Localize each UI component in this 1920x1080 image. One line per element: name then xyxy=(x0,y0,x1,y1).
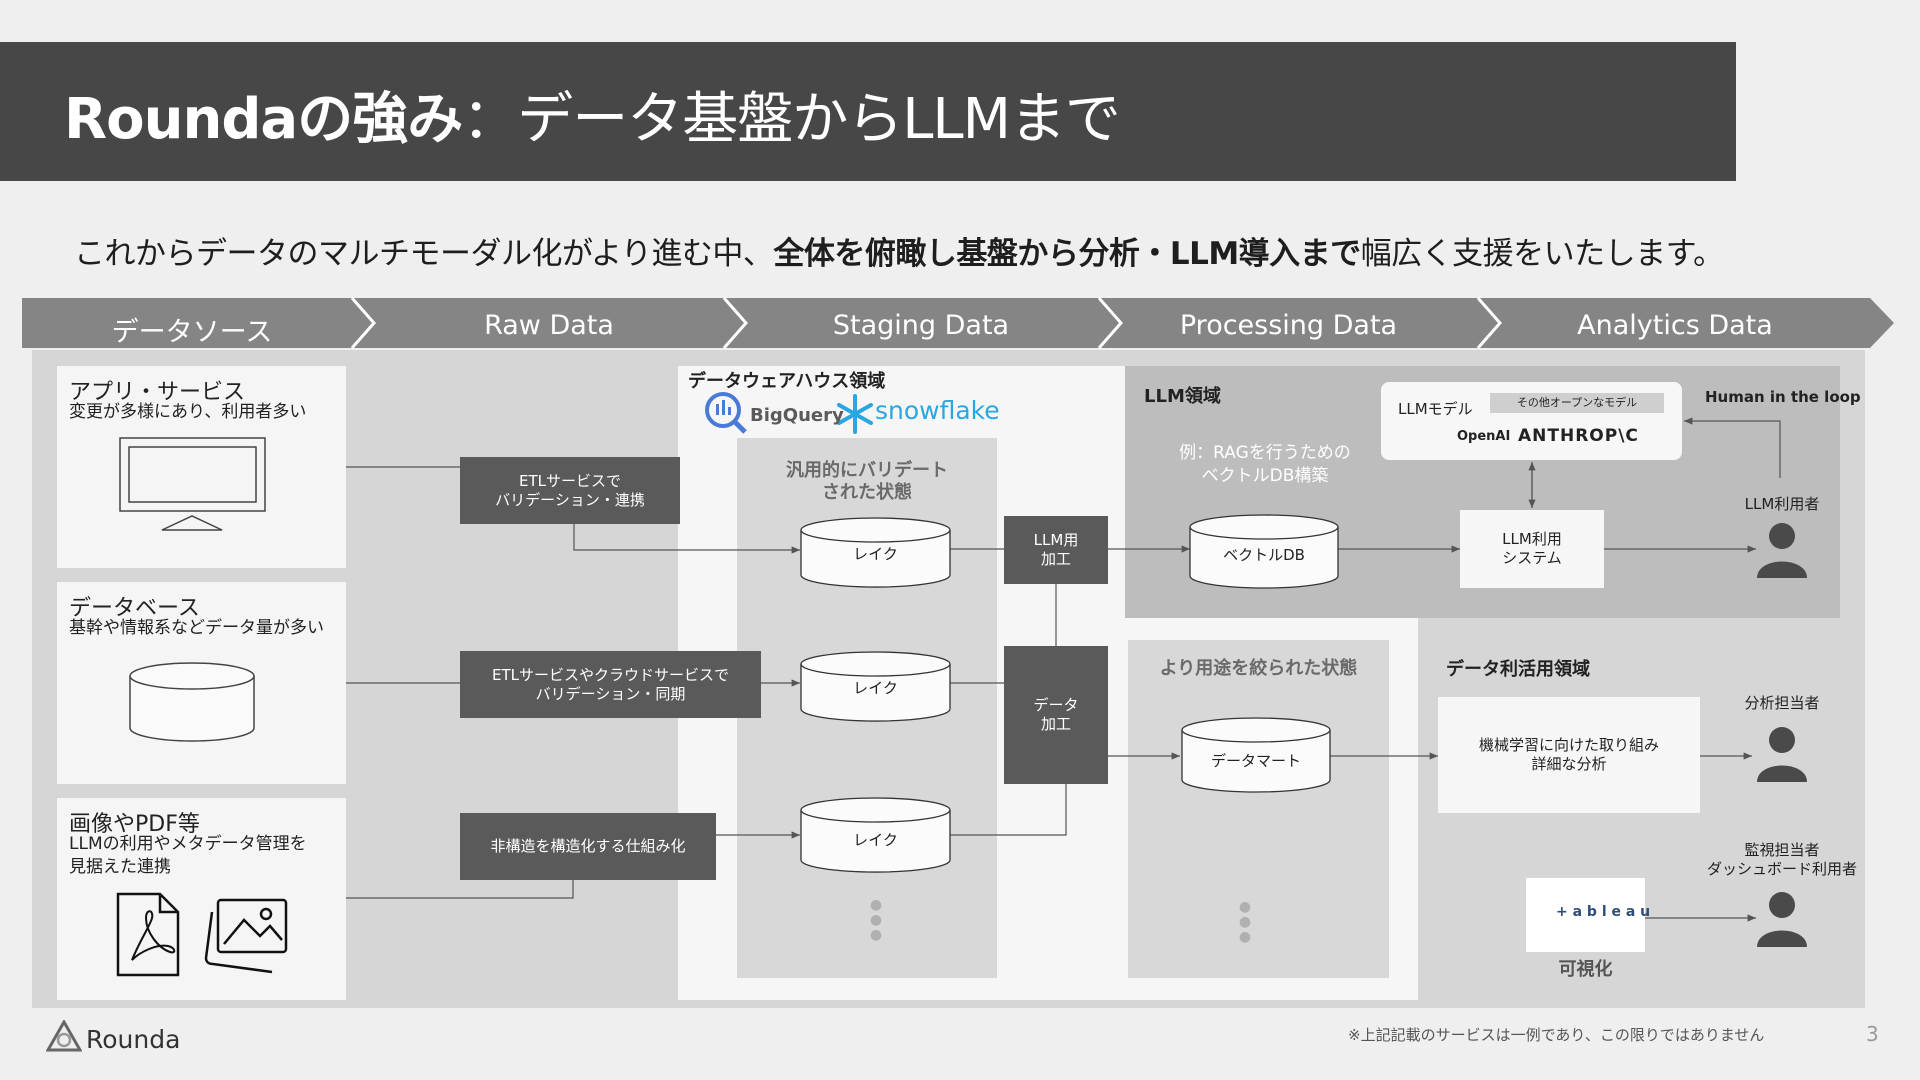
vector-db-label: ベクトルDB xyxy=(1223,546,1305,564)
ellipsis-staging: ●●● xyxy=(869,897,883,943)
vector-db-cylinder xyxy=(1189,527,1339,589)
data-processing-box: データ 加工 xyxy=(1004,646,1108,784)
tableau-logo-text: + a b l e a u xyxy=(1556,904,1651,920)
human-in-loop-label: Human in the loop xyxy=(1705,388,1861,406)
lake-label: レイク xyxy=(853,545,898,563)
datamart-cylinder xyxy=(1181,730,1331,793)
etl-box-db: ETLサービスやクラウドサービスで バリデーション・同期 xyxy=(460,651,761,718)
etl-box-unstructured: 非構造を構造化する仕組み化 xyxy=(460,813,716,880)
bigquery-logo-text: BigQuery xyxy=(750,405,844,426)
image-icon xyxy=(204,898,288,974)
footer-note: ※上記記載のサービスは一例であり、この限りではありません xyxy=(1348,1026,1765,1044)
stage-chevrons xyxy=(22,297,1894,349)
source-desc: 基幹や情報系などデータ量が多い xyxy=(69,618,324,638)
monitor-user-label: 監視担当者 ダッシュボード利用者 xyxy=(1706,841,1857,878)
rounda-logo-text: Rounda xyxy=(86,1025,181,1054)
datamart-label: データマート xyxy=(1210,752,1301,770)
snowflake-icon xyxy=(837,394,873,434)
page-title: Roundaの強み：データ基盤からLLMまで xyxy=(64,87,1121,152)
ellipsis-mart: ●●● xyxy=(1238,899,1252,945)
llm-user-label: LLM利用者 xyxy=(1744,495,1820,513)
source-card-files xyxy=(57,798,346,1000)
stage-chevron-3 xyxy=(724,298,1121,348)
user-icon-monitor xyxy=(1757,892,1807,947)
source-card-app xyxy=(57,366,346,568)
stage-label-analytics: Analytics Data xyxy=(1577,310,1773,341)
tableau-card xyxy=(1526,878,1645,952)
llm-processing-box: LLM用 加工 xyxy=(1004,516,1108,584)
warehouse-label: データウェアハウス領域 xyxy=(688,371,886,392)
analytics-region-label: データ利活用領域 xyxy=(1446,659,1590,680)
snowflake-logo-text: snowflake xyxy=(875,396,1000,425)
stage-label-raw: Raw Data xyxy=(484,310,614,341)
pdf-icon xyxy=(116,892,180,977)
stage-label-processing: Processing Data xyxy=(1179,310,1398,341)
source-title: アプリ・サービス xyxy=(69,380,246,405)
subtitle: これからデータのマルチモーダル化がより進む中、全体を俯瞰し基盤から分析・LLM導… xyxy=(74,236,1724,272)
visualization-label: 可視化 xyxy=(1558,959,1613,980)
open-models-badge: その他オープンなモデル xyxy=(1490,393,1664,413)
rounda-logo-icon xyxy=(46,1020,82,1052)
source-title: 画像やPDF等 xyxy=(69,812,200,837)
source-desc: LLMの利用やメタデータ管理を 見据えた連携 xyxy=(69,834,307,877)
user-icon-llm xyxy=(1757,523,1807,578)
mart-heading: より用途を絞られた状態 xyxy=(1159,658,1358,679)
lake-label: レイク xyxy=(853,831,898,849)
title-bar xyxy=(0,42,1736,181)
source-desc: 変更が多様にあり、利用者多い xyxy=(69,402,307,422)
stage-label-staging: Staging Data xyxy=(832,310,1010,341)
monitor-icon xyxy=(119,437,266,531)
analyst-label: 分析担当者 xyxy=(1744,694,1820,712)
openai-logo-text: OpenAI xyxy=(1457,429,1511,444)
ml-analysis-box: 機械学習に向けた取り組み 詳細な分析 xyxy=(1438,697,1700,813)
llm-model-label: LLMモデル xyxy=(1398,400,1473,418)
database-icon xyxy=(129,662,255,742)
page-number: 3 xyxy=(1866,1022,1879,1046)
lake-label: レイク xyxy=(853,679,898,697)
llm-region-label: LLM領域 xyxy=(1144,386,1221,407)
etl-box-app: ETLサービスで バリデーション・連携 xyxy=(460,457,680,524)
lake-cylinder-1 xyxy=(800,530,951,588)
stage-chevron-4 xyxy=(1099,298,1500,348)
lake-cylinder-2 xyxy=(800,664,951,722)
llm-system-box: LLM利用 システム xyxy=(1460,510,1604,588)
rag-example: 例：RAGを行うための ベクトルDB構築 xyxy=(1179,443,1351,486)
lake-cylinder-3 xyxy=(800,810,951,873)
staging-heading: 汎用的にバリデート された状態 xyxy=(786,460,948,503)
stage-chevron-5 xyxy=(1478,298,1894,348)
user-icon-analyst xyxy=(1757,727,1807,782)
bigquery-icon xyxy=(705,392,747,434)
stage-chevron-2 xyxy=(352,298,746,348)
source-title: データベース xyxy=(69,596,200,621)
mart-column xyxy=(1128,640,1389,978)
stage-label-source: データソース xyxy=(111,317,273,348)
stage-chevron-1 xyxy=(22,298,374,348)
anthropic-logo-text: ANTHROP\C xyxy=(1518,426,1639,446)
